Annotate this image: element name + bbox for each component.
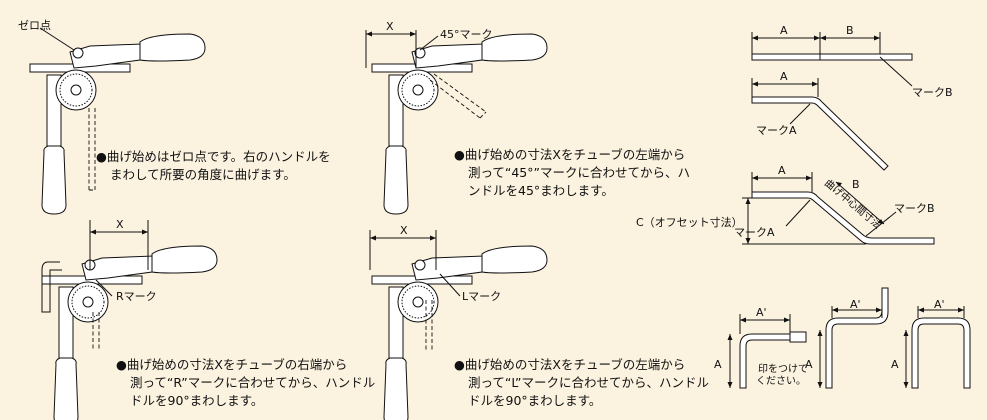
- caption-L: ●曲げ始めの寸法Xをチューブの左端から 測って“L”マークに合わせてから、ハンド…: [454, 356, 709, 410]
- tube-angled: [751, 78, 889, 171]
- u1-dim-a-prime: A': [756, 306, 767, 319]
- caption-L-line3: ドルを90°まわします。: [468, 393, 602, 408]
- label-zero: ゼロ点: [18, 19, 51, 32]
- u3-dim-a-prime: A': [934, 298, 945, 311]
- straight-dim-a: A: [780, 24, 788, 37]
- caption-45-line1: ●曲げ始めの寸法Xをチューブの左端から: [454, 147, 686, 162]
- caption-R: ●曲げ始めの寸法Xをチューブの右端から 測って“R”マークに合わせてから、ハンド…: [116, 356, 375, 410]
- caption-45-line3: ンドルを45°まわします。: [468, 183, 614, 198]
- caption-45: ●曲げ始めの寸法Xをチューブの左端から 測って“45°”マークに合わせてから、ハ…: [454, 146, 690, 200]
- label-R: Rマーク: [116, 290, 157, 303]
- dim-x-45: X: [386, 20, 394, 33]
- tube-straight: [751, 32, 913, 87]
- caption-zero: ●曲げ始めはゼロ点です。右のハンドルを まわして所要の角度に曲げます。: [96, 148, 331, 184]
- offset-label-c: C（オフセット寸法）: [636, 215, 743, 229]
- u3-side-a: A: [891, 358, 899, 371]
- caption-R-line2: 測って“R”マークに合わせてから、ハンドル: [130, 375, 376, 390]
- caption-R-line1: ●曲げ始めの寸法Xをチューブの右端から: [116, 357, 348, 372]
- tube-u2: [817, 287, 889, 389]
- offset-dim-b: B: [852, 178, 860, 191]
- tube-offset: [742, 172, 935, 245]
- caption-45-line2: 測って“45°”マークに合わせてから、ハ: [468, 165, 690, 180]
- label-45: 45°マーク: [440, 28, 493, 41]
- u1-side-a: A: [714, 358, 722, 371]
- straight-dim-b: B: [846, 24, 854, 37]
- caption-R-line3: ドルを90°まわします。: [130, 393, 264, 408]
- caption-L-line2: 測って“L”マークに合わせてから、ハンドル: [468, 375, 710, 390]
- offset-dim-a: A: [778, 164, 786, 177]
- caption-L-line1: ●曲げ始めの寸法Xをチューブの左端から: [454, 357, 686, 372]
- u2-side-a: A: [805, 358, 813, 371]
- dim-x-R: X: [116, 218, 124, 231]
- bender-R: [41, 220, 218, 420]
- caption-zero-line1: ●曲げ始めはゼロ点です。右のハンドルを: [96, 149, 331, 164]
- tube-u3: [903, 306, 971, 389]
- caption-zero-line2: まわして所要の角度に曲げます。: [110, 167, 296, 182]
- angled-dim-a: A: [780, 70, 788, 83]
- u1-note-line1: 印をつけて: [758, 363, 808, 375]
- offset-mark-b: マークB: [894, 202, 935, 215]
- tube-u1: [727, 314, 807, 389]
- label-L: Lマーク: [462, 290, 501, 303]
- bender-L: [369, 230, 548, 420]
- bender-zero: [29, 27, 206, 215]
- u1-note-line2: ください。: [756, 375, 806, 387]
- angled-mark-a: マークA: [756, 124, 797, 137]
- u2-dim-a-prime: A': [850, 298, 861, 311]
- dim-x-L: X: [400, 224, 408, 237]
- straight-mark-b: マークB: [912, 86, 953, 99]
- offset-mark-a: マークA: [734, 226, 775, 239]
- bender-45: [365, 30, 548, 215]
